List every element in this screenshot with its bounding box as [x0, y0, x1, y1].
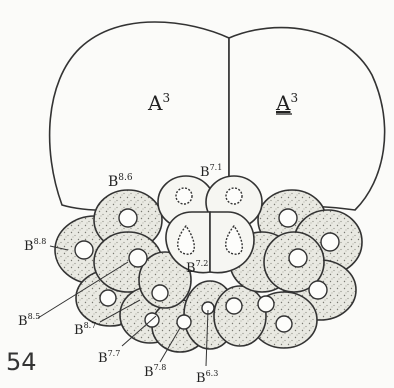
label-b87: B8.7 [74, 321, 96, 338]
label-b77: B7.7 [98, 349, 120, 366]
label-b78: B7.8 [144, 363, 166, 380]
nucleus [309, 281, 327, 299]
nucleus [75, 241, 93, 259]
label-b63: B6.3 [196, 369, 218, 386]
label-b88: B8.8 [24, 237, 46, 254]
nucleus [279, 209, 297, 227]
nucleus [226, 188, 242, 204]
nucleus [226, 298, 242, 314]
nucleus [289, 249, 307, 267]
nucleus [152, 285, 168, 301]
nucleus [258, 296, 274, 312]
nucleus [321, 233, 339, 251]
label-b85: B8.5 [18, 312, 40, 329]
figure-number: 54 [6, 348, 37, 376]
nucleus [100, 290, 116, 306]
nucleus [119, 209, 137, 227]
nucleus [276, 316, 292, 332]
cell-lower-right-1 [214, 286, 266, 346]
nucleus [176, 188, 192, 204]
nucleus [177, 315, 191, 329]
nucleus [129, 249, 147, 267]
